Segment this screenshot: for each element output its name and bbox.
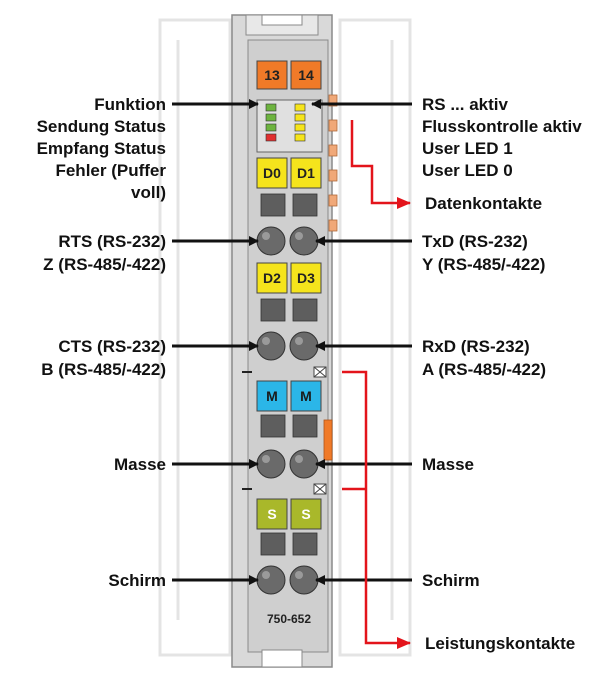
terminal-txd (289, 226, 319, 256)
label-datenkontakte: Datenkontakte (425, 194, 542, 213)
arrows-right (311, 99, 412, 585)
side-marks (242, 371, 252, 490)
label-voll: voll) (131, 183, 166, 202)
power-contacts-bracket (342, 370, 411, 649)
terminal-masse-right (289, 449, 319, 479)
label-rxd: RxD (RS-232) (422, 337, 530, 356)
led-block (256, 99, 323, 153)
terminal-schirm-left (256, 565, 286, 595)
terminal-rts (256, 226, 286, 256)
label-y: Y (RS-485/-422) (422, 255, 545, 274)
terminal-cts (256, 331, 286, 361)
release-slots (260, 193, 318, 556)
d0-d1-tags: D0 D1 (256, 157, 322, 189)
data-contact-pads (328, 94, 338, 232)
m-tags: M M (256, 380, 322, 412)
tag-d0: D0 (263, 165, 281, 181)
label-funktion: Funktion (94, 95, 166, 114)
label-schirm-right: Schirm (422, 571, 480, 590)
model-number: 750-652 (267, 612, 311, 626)
tag-d3: D3 (297, 270, 315, 286)
d2-d3-tags: D2 D3 (256, 262, 322, 294)
power-jumper-marks (313, 366, 327, 495)
label-masse-right: Masse (422, 455, 474, 474)
label-user-led-1: User LED 1 (422, 139, 513, 158)
label-sendung-status: Sendung Status (37, 117, 166, 136)
terminal-rxd (289, 331, 319, 361)
power-contact-strip (323, 419, 333, 461)
label-cts: CTS (RS-232) (58, 337, 166, 356)
label-flusskontrolle: Flusskontrolle aktiv (422, 117, 582, 136)
label-z: Z (RS-485/-422) (43, 255, 166, 274)
label-txd: TxD (RS-232) (422, 232, 528, 251)
terminal-schirm-right (289, 565, 319, 595)
labels-right: RS ... aktiv Flusskontrolle aktiv User L… (422, 95, 582, 653)
data-contacts-bracket (350, 120, 411, 209)
label-user-led-0: User LED 0 (422, 161, 513, 180)
s-tags: S S (256, 498, 322, 530)
tag-m-right: M (300, 388, 312, 404)
label-a: A (RS-485/-422) (422, 360, 546, 379)
tag-14: 14 (298, 67, 314, 83)
label-rts: RTS (RS-232) (58, 232, 166, 251)
label-leistungskontakte: Leistungskontakte (425, 634, 575, 653)
label-rs-aktiv: RS ... aktiv (422, 95, 509, 114)
label-b: B (RS-485/-422) (41, 360, 166, 379)
top-tags: 13 14 (256, 60, 322, 90)
tag-m-left: M (266, 388, 278, 404)
labels-left: Funktion Sendung Status Empfang Status F… (37, 95, 167, 590)
tag-13: 13 (264, 67, 280, 83)
label-fehler: Fehler (Puffer (55, 161, 166, 180)
tag-d2: D2 (263, 270, 281, 286)
label-schirm-left: Schirm (108, 571, 166, 590)
led-indicators (265, 103, 306, 142)
tag-s-right: S (301, 506, 310, 522)
label-empfang-status: Empfang Status (37, 139, 166, 158)
terminal-masse-left (256, 449, 286, 479)
tag-s-left: S (267, 506, 276, 522)
background-housing (158, 18, 412, 657)
tag-d1: D1 (297, 165, 315, 181)
label-masse-left: Masse (114, 455, 166, 474)
arrows-left (172, 99, 259, 585)
